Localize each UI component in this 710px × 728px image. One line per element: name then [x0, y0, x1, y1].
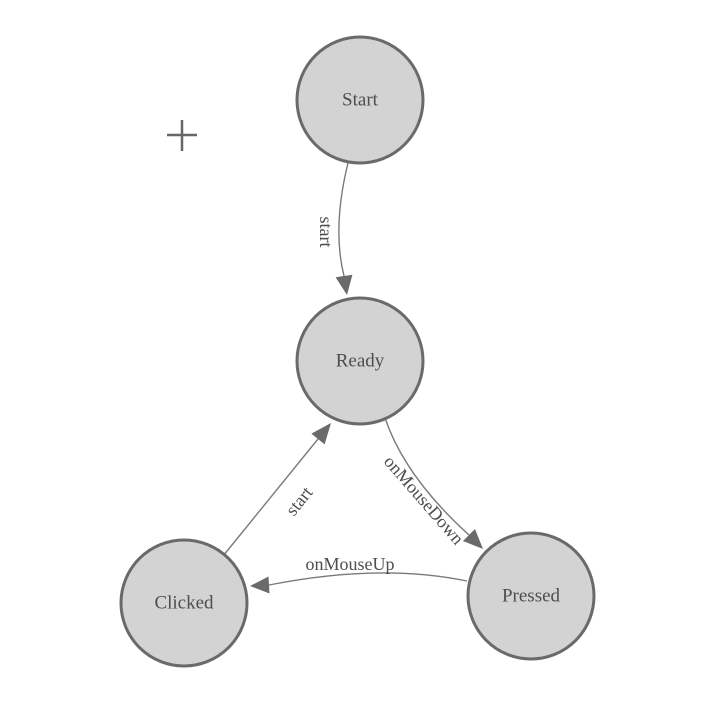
state-node-pressed-circle[interactable]: [466, 531, 596, 661]
edge-ready-to-pressed: onMouseDown: [380, 417, 483, 549]
state-node-ready-circle[interactable]: [295, 296, 425, 426]
arrowhead-icon: [335, 274, 353, 295]
state-node-clicked-circle[interactable]: [119, 538, 249, 668]
edge-pressed-to-clicked: onMouseUp: [250, 554, 468, 594]
edge-label-pressed-to-clicked[interactable]: onMouseUp: [306, 554, 395, 574]
edge-label-start-to-ready[interactable]: start: [316, 217, 336, 248]
arrowhead-icon: [250, 576, 270, 594]
state-node-clicked[interactable]: Clicked: [119, 538, 249, 668]
state-node-start[interactable]: Start: [295, 35, 425, 165]
edge-label-ready-to-pressed[interactable]: onMouseDown: [380, 452, 468, 549]
arrowhead-icon: [463, 529, 483, 549]
edge-start-to-ready: start: [316, 162, 353, 295]
edge-start-to-ready-path[interactable]: [338, 162, 349, 277]
state-node-ready-label: Ready: [336, 351, 385, 372]
state-node-pressed[interactable]: Pressed: [466, 531, 596, 661]
state-node-pressed-label: Pressed: [502, 586, 561, 607]
arrowhead-icon: [311, 423, 331, 445]
state-node-start-circle[interactable]: [295, 35, 425, 165]
state-node-clicked-label: Clicked: [154, 593, 214, 614]
edge-label-clicked-to-ready[interactable]: start: [281, 483, 316, 520]
edge-ready-to-pressed-path[interactable]: [384, 417, 470, 536]
state-node-start-label: Start: [342, 90, 379, 111]
edge-clicked-to-ready: start: [222, 423, 331, 557]
edge-clicked-to-ready-path[interactable]: [222, 438, 319, 557]
state-node-ready[interactable]: Ready: [295, 296, 425, 426]
crosshair-cursor-icon: [167, 120, 197, 151]
edge-pressed-to-clicked-path[interactable]: [268, 572, 468, 586]
